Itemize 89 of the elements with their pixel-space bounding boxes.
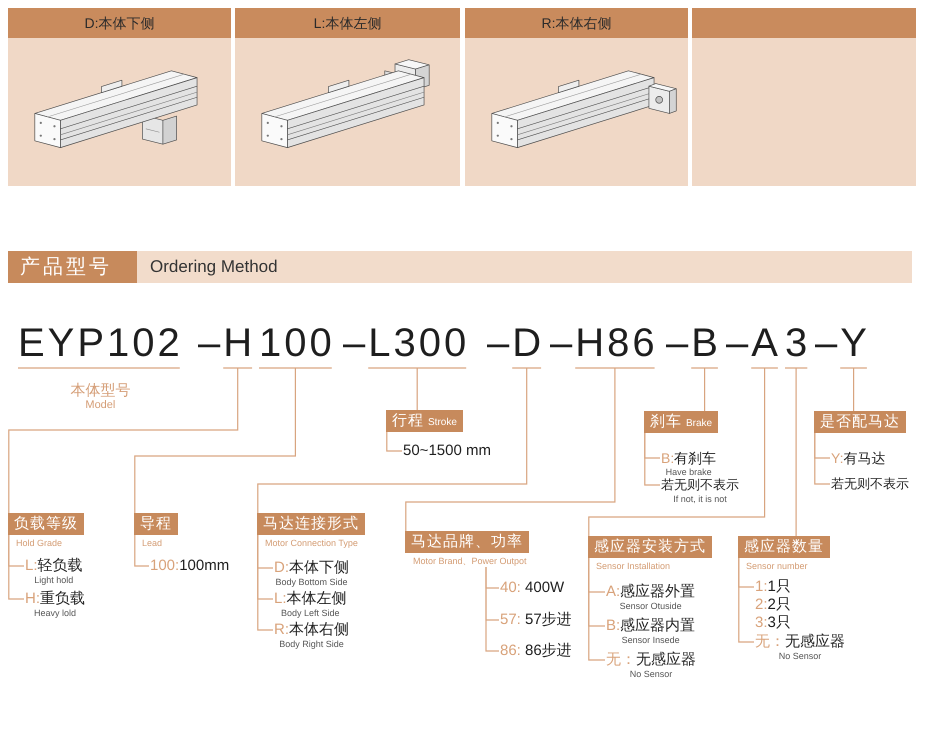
option-text: 50~1500 mm [403, 442, 491, 460]
category-subtitle: Sensor Installation [596, 561, 672, 572]
order-code-text: –B [666, 320, 721, 366]
bracket-line [738, 558, 754, 643]
category-subtitle: Brake [686, 418, 712, 429]
bracket-line [588, 558, 605, 661]
option-caption: Heavy lold [32, 608, 78, 618]
category-title: 是否配马达 [820, 413, 900, 430]
option-text: 2:2只 [755, 596, 791, 614]
bracket-line [8, 535, 24, 600]
leader-line [588, 367, 778, 537]
product-panel [235, 8, 460, 186]
category-subtitle: Motor Brand、Power Outpot [413, 556, 528, 567]
order-code-text: –H [198, 320, 256, 366]
option-text: B:感应器内置 [606, 617, 696, 635]
option-caption: Sensor Insede [620, 635, 681, 645]
product-panel [692, 8, 916, 186]
code-caption: 本体型号 [69, 382, 132, 399]
bracket-line [386, 432, 402, 452]
product-panel [8, 8, 231, 186]
leader-line [784, 367, 808, 537]
option-caption: If not, it is not [672, 494, 728, 504]
code-caption: Model [84, 399, 116, 412]
order-code-text: –H86 [550, 320, 658, 366]
option-text: L:轻负载 [25, 557, 83, 575]
category-subtitle: Hold Grade [16, 538, 64, 549]
option-text: 无：无感应器 [606, 651, 696, 669]
option-text: 86: 86步进 [500, 642, 572, 660]
option-text: L:本体左侧 [274, 590, 347, 608]
bracket-line [257, 535, 273, 631]
option-caption: Body Left Side [280, 608, 341, 618]
bracket-line [134, 535, 149, 567]
bracket-line [814, 433, 830, 485]
category-title: 马达连接形式 [263, 515, 359, 532]
product-panel [465, 8, 688, 186]
option-caption: No Sensor [778, 651, 822, 661]
option-text: H:重负载 [25, 590, 85, 608]
category-subtitle: Sensor number [746, 561, 809, 572]
option-text: 3:3只 [755, 614, 791, 632]
panel-heading: L:本体左侧 [235, 8, 460, 38]
panel-heading: R:本体右侧 [465, 8, 688, 38]
order-code-text: EYP102 [18, 320, 183, 366]
leader-line [840, 367, 868, 412]
leader-line [257, 367, 542, 514]
section-band [8, 251, 912, 283]
category-title: 马达品牌、功率 [411, 533, 523, 550]
option-text: R:本体右侧 [274, 621, 349, 639]
option-caption: Have brake [664, 467, 713, 477]
order-code-text: 3 [785, 320, 810, 366]
option-text: 57: 57步进 [500, 611, 572, 629]
option-text: 1:1只 [755, 578, 791, 596]
section-title: Ordering Method [150, 256, 278, 278]
option-text: A:感应器外置 [606, 583, 696, 601]
option-text: D:本体下侧 [274, 559, 349, 577]
order-code-text: –D [487, 320, 544, 366]
section-tag: 产品型号 [8, 251, 137, 283]
option-text: Y:有马达 [831, 449, 886, 467]
option-caption: Body Bottom Side [274, 577, 349, 587]
category-title: 负载等级 [14, 515, 78, 532]
category-title: 导程 [140, 515, 172, 532]
bracket-line [485, 567, 499, 652]
category-title: 刹车 [650, 413, 682, 430]
leader-line [134, 367, 332, 514]
category-title: 感应器数量 [744, 538, 824, 555]
leader-line [690, 367, 718, 412]
option-text: B:有刹车 [661, 449, 716, 467]
option-caption: No Sensor [628, 669, 674, 679]
bracket-line [644, 433, 660, 486]
category-subtitle: Stroke [428, 417, 457, 428]
order-code-text: –A [726, 320, 781, 366]
leader-line [368, 367, 467, 411]
panel-heading: D:本体下侧 [8, 8, 231, 38]
option-text: 40: 400W [500, 579, 564, 597]
order-code-text: –L300 [343, 320, 470, 366]
leader-line [8, 367, 253, 514]
order-code-text: 100 [259, 320, 335, 366]
option-caption: Body Right Side [278, 639, 345, 649]
category-title: 行程 [392, 412, 424, 429]
leader-line [405, 367, 656, 532]
category-subtitle: Lead [142, 538, 164, 549]
option-text: 无：无感应器 [755, 633, 845, 651]
option-text: 若无则不表示 [831, 475, 909, 493]
option-text: 100:100mm [150, 557, 230, 575]
category-subtitle: Motor Connection Type [265, 538, 359, 549]
option-caption: Light hold [33, 575, 74, 585]
category-title: 感应器安装方式 [594, 538, 706, 555]
option-caption: Sensor Otuside [618, 601, 683, 611]
order-code-text: –Y [815, 320, 870, 366]
option-text: 若无则不表示 [661, 476, 739, 494]
